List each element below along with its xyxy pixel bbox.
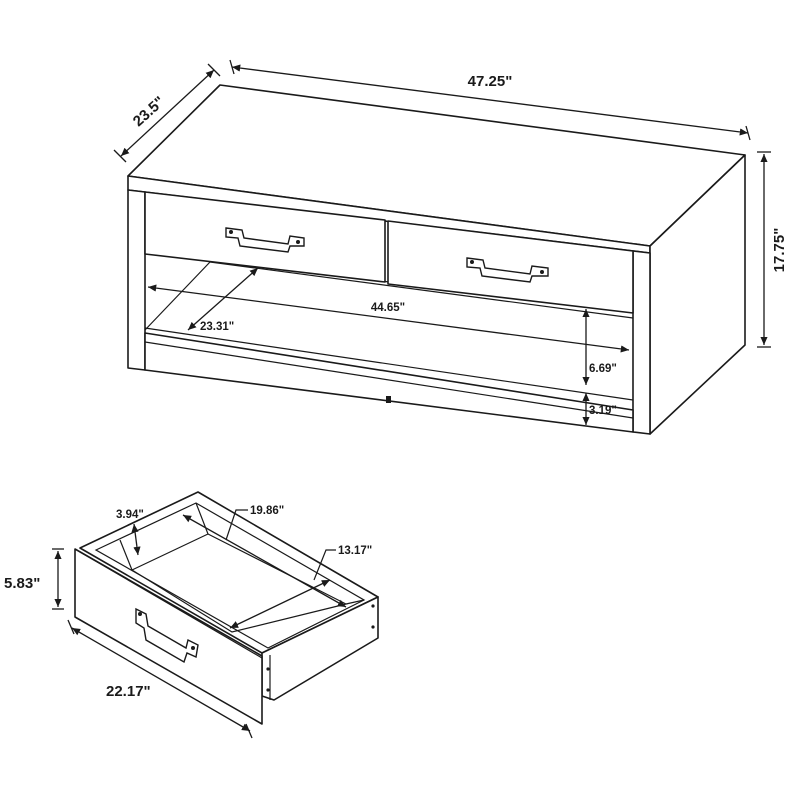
drawer-side [261,596,379,701]
table-left-side [127,189,146,371]
drawer-handle-right [466,257,549,283]
label-overall-depth: 23.5" [130,93,168,130]
dim-drawer-inner-depth: 13.17" [229,545,372,629]
table-right-leg [632,250,651,435]
dim-drawer-inner-height: 3.94" [116,509,144,556]
label-overall-height: 17.75" [771,228,788,273]
coffee-table [127,84,746,435]
label-base-clearance: 3.19" [589,405,617,417]
table-base [144,332,634,433]
dim-drawer-width: 22.17" [67,619,253,739]
label-shelf-depth: 23.31" [200,321,234,333]
label-drawer-width: 22.17" [106,683,151,700]
label-shelf-width: 44.65" [371,302,405,314]
table-drawer-left [144,191,386,283]
label-drawer-inner-height: 3.94" [116,509,144,521]
label-overall-width: 47.25" [468,73,513,90]
table-foot [386,396,391,403]
label-drawer-height: 5.83" [4,575,40,592]
label-shelf-height: 6.69" [589,363,617,375]
dim-overall-height: 17.75" [757,151,788,348]
drawer-handle-left [225,227,305,253]
dim-shelf-height: 6.69" [582,309,617,385]
dim-overall-width: 47.25" [229,59,751,141]
dim-shelf-depth: 23.31" [187,267,259,333]
dim-base-clearance: 3.19" [582,393,617,425]
label-drawer-inner-width: 19.86" [250,505,284,517]
label-drawer-inner-depth: 13.17" [338,545,372,557]
dim-drawer-height: 5.83" [4,548,64,610]
